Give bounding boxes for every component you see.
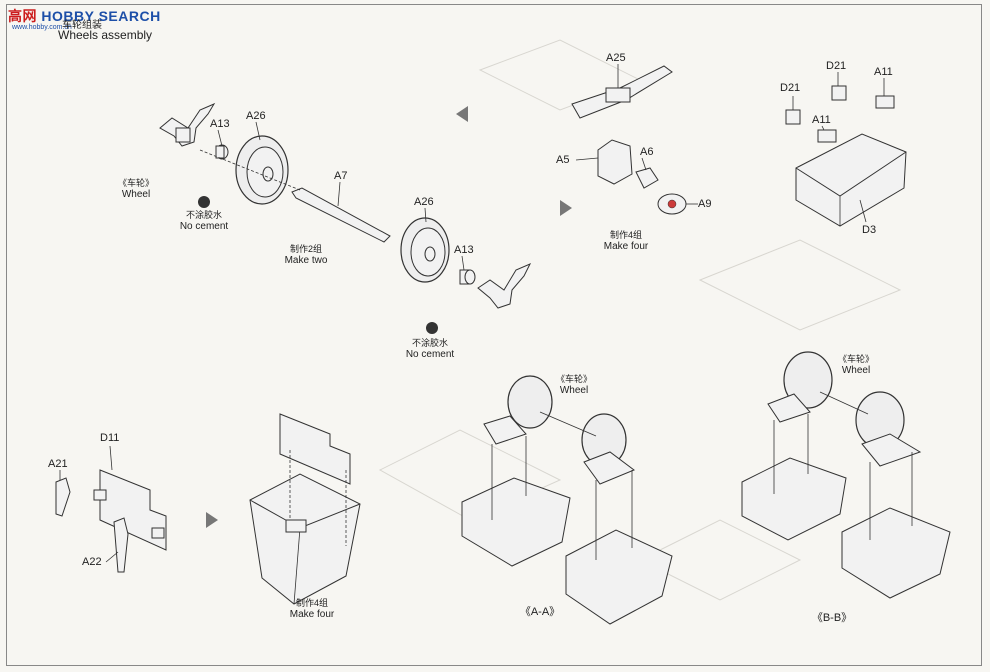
site-logo: 高网 HOBBY SEARCH: [8, 8, 161, 24]
part-label-a7: A7: [334, 170, 348, 182]
make-count-note: 制作4组 Make four: [603, 230, 649, 252]
section-caption-aa: 《A-A》: [519, 606, 561, 618]
part-label-a5: A5: [556, 154, 570, 166]
section-heading-cn: 车轮组装: [62, 20, 102, 31]
make-count-note: 制作2组 Make two: [284, 244, 328, 266]
part-label-a26: A26: [246, 110, 266, 122]
part-label-a13: A13: [210, 118, 230, 130]
part-label-d21: D21: [780, 82, 801, 94]
background-ghost-lines: [378, 39, 902, 601]
part-label-d11: D11: [100, 432, 120, 444]
site-logo-url: www.hobby.com.cn: [12, 24, 72, 31]
part-label-d3: D3: [862, 224, 877, 236]
section-aa-diagram: [461, 375, 673, 625]
part-label-d21: D21: [826, 60, 847, 72]
axle-box-diagram: [571, 64, 698, 215]
wheel-note: 《车轮》 Wheel: [555, 374, 593, 396]
part-label-a21: A21: [48, 458, 68, 470]
step-arrow-icon: [206, 106, 572, 528]
wheel-note: 《车轮》 Wheel: [117, 178, 155, 200]
part-label-a22: A22: [82, 556, 102, 568]
section-heading-en: Wheels assembly: [58, 28, 153, 42]
plate-d11-diagram: [55, 445, 167, 573]
section-caption-bb: 《B-B》: [811, 612, 853, 624]
part-label-a26: A26: [414, 196, 434, 208]
part-label-a25: A25: [606, 52, 626, 64]
part-label-a13: A13: [454, 244, 474, 256]
section-bb-diagram: [741, 351, 951, 599]
no-cement-note: 不涂胶水 No cement: [405, 338, 455, 360]
part-label-a9: A9: [698, 198, 712, 210]
part-label-a11: A11: [874, 66, 893, 78]
axle-assembly-diagram: [159, 102, 532, 334]
no-cement-icon: [198, 196, 210, 208]
page-frame: [6, 4, 982, 666]
frame-d3-diagram: [785, 72, 907, 227]
no-cement-icon: [426, 322, 438, 334]
no-cement-note: 不涂胶水 No cement: [179, 210, 229, 232]
part-label-a11: A11: [812, 114, 831, 126]
part-label-a6: A6: [640, 146, 654, 158]
frame-assembly-diagram: [249, 413, 361, 605]
make-count-note: 制作4组 Make four: [289, 598, 335, 620]
wheel-note: 《车轮》 Wheel: [837, 354, 875, 376]
